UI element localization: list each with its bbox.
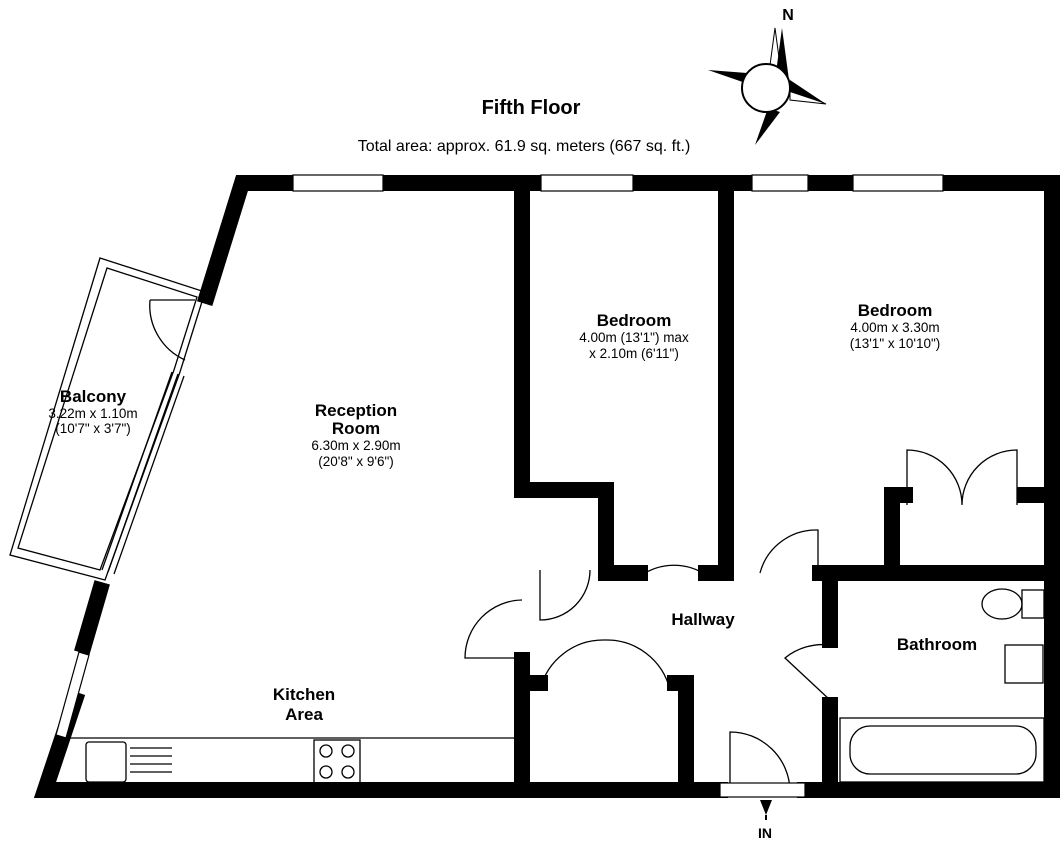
bathroom-fittings (839, 588, 1045, 783)
compass-icon: N (708, 7, 827, 145)
entrance-arrow-icon (760, 800, 772, 815)
bathroom-label: Bathroom (897, 635, 977, 654)
bathtub-icon (839, 717, 1045, 783)
kitchen-counter (70, 737, 522, 785)
entrance-label: IN (758, 825, 772, 841)
basin-icon (1004, 644, 1044, 684)
bedroom2-dimensions-imperial: (13'1" x 10'10") (850, 336, 941, 351)
reception-dimensions-imperial: (20'8" x 9'6") (318, 454, 394, 469)
balcony-outline (9, 257, 206, 581)
balcony-label: Balcony (60, 387, 127, 406)
kitchen-label: Kitchen (273, 685, 335, 704)
floor-title: Fifth Floor (482, 97, 581, 119)
balcony-dimensions: 3.22m x 1.10m (48, 406, 137, 421)
reception-dimensions: 6.30m x 2.90m (311, 438, 400, 453)
windows (55, 174, 944, 739)
hob-icon (313, 739, 361, 785)
balcony-dimensions-imperial: (10'7" x 3'7") (55, 421, 131, 436)
bedroom1-dimensions: 4.00m (13'1") max (579, 330, 689, 345)
kitchen-label-2: Area (285, 705, 323, 724)
toilet-icon (981, 588, 1023, 620)
bedroom2-label: Bedroom (858, 301, 933, 320)
walls (33, 175, 1060, 798)
doors (464, 449, 1018, 820)
reception-label: Reception (315, 401, 397, 420)
bedroom2-dimensions: 4.00m x 3.30m (850, 320, 939, 335)
total-area: Total area: approx. 61.9 sq. meters (667… (358, 138, 691, 155)
bedroom1-label: Bedroom (597, 311, 672, 330)
compass-north-label: N (782, 7, 794, 24)
hallway-label: Hallway (671, 610, 735, 629)
bedroom1-dimensions-2: x 2.10m (6'11") (589, 346, 679, 361)
reception-label-2: Room (332, 419, 380, 438)
sink-icon (85, 741, 127, 783)
